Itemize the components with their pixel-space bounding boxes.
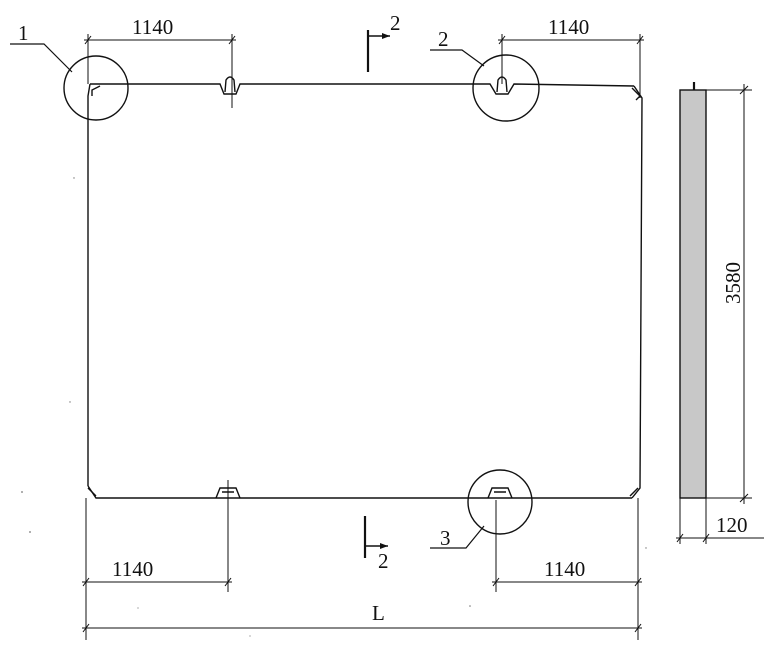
panel-left-edge xyxy=(87,83,91,486)
corner-detail-bottom-right xyxy=(629,487,639,497)
corner-detail-bottom-left xyxy=(87,487,97,497)
detail-circle-3 xyxy=(467,469,533,535)
callout-label-1: 1 xyxy=(18,21,29,45)
detail-circle-1 xyxy=(63,55,129,121)
dim-top-left-label: 1140 xyxy=(132,15,173,39)
dim-top-left: 1140 xyxy=(84,15,236,108)
dim-bottom-right-label: 1140 xyxy=(544,557,585,581)
scan-noise xyxy=(21,177,647,637)
panel-top-edge xyxy=(90,83,635,95)
panel-right-edge xyxy=(631,85,643,499)
section-label-bottom: 2 xyxy=(378,549,389,573)
dim-thickness-label: 120 xyxy=(716,513,748,537)
dim-overall-length-label: L xyxy=(372,601,385,625)
section-mark-bottom: 2 xyxy=(363,516,389,573)
dim-bottom-left: 1140 xyxy=(82,480,232,640)
panel-bottom-edge xyxy=(87,485,632,499)
callout-leader-1 xyxy=(10,43,73,73)
dim-bottom-left-label: 1140 xyxy=(112,557,153,581)
side-view: 3580 120 xyxy=(676,82,764,544)
callout-leader-3 xyxy=(430,525,485,549)
dim-top-right-label: 1140 xyxy=(548,15,589,39)
detail-circle-2 xyxy=(472,54,540,122)
callout-leader-2 xyxy=(430,49,485,67)
side-view-body xyxy=(679,89,707,499)
section-mark-top: 2 xyxy=(366,11,401,72)
dim-bottom-right: 1140 xyxy=(492,498,642,640)
dim-top-right: 1140 xyxy=(498,15,644,98)
lifting-loop-top-left xyxy=(224,76,236,93)
callout-label-3: 3 xyxy=(440,526,451,550)
panel-outline xyxy=(87,76,643,499)
callout-label-2: 2 xyxy=(438,27,449,51)
bottom-slot-right xyxy=(487,487,513,499)
section-label-top: 2 xyxy=(390,11,401,35)
corner-detail-top-left xyxy=(91,85,101,96)
dim-height-label: 3580 xyxy=(721,262,745,304)
dim-overall-length: L xyxy=(82,601,642,633)
